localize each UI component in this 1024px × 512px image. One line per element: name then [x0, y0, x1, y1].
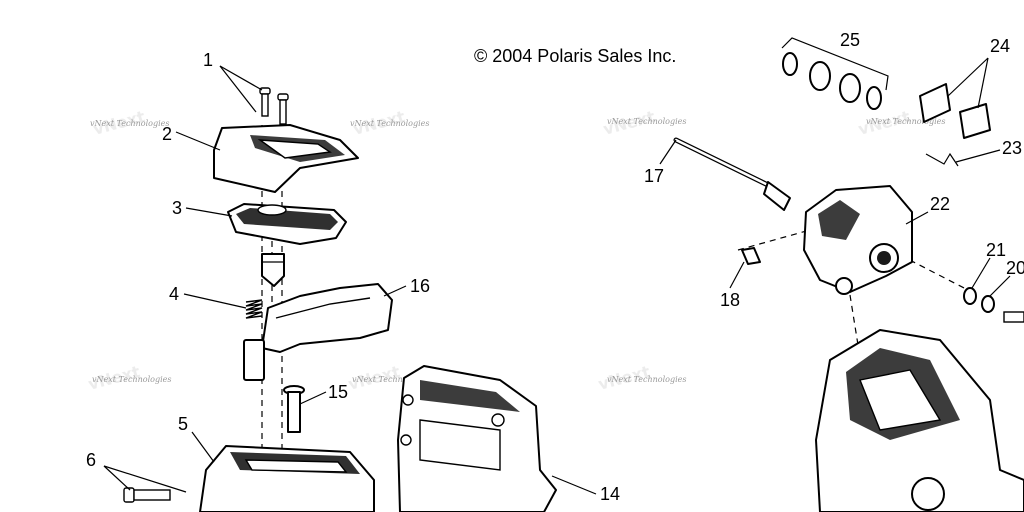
gearcase-housing	[815, 329, 1024, 512]
caliper-part-22	[803, 185, 913, 295]
brake-lever-part-16	[243, 283, 393, 381]
callout-23: 23	[1002, 138, 1022, 158]
bleeder-part-18	[741, 247, 761, 265]
spring-part-4	[245, 299, 263, 319]
copyright-text: © 2004 Polaris Sales Inc.	[474, 46, 676, 66]
callout-4: 4	[169, 284, 179, 304]
washer-part-21	[963, 287, 977, 305]
callout-16: 16	[410, 276, 430, 296]
callout-24: 24	[990, 36, 1010, 56]
washer-part-20	[981, 295, 1024, 323]
callout-labels: 1 2 3 4 5 6 14 15 16 17 18 20 21 22 23 2…	[86, 30, 1024, 504]
watermark-text: vNext Technologies	[90, 119, 169, 128]
callout-21: 21	[986, 240, 1006, 260]
watermark-text: vNext Technologies	[352, 375, 431, 384]
callout-2: 2	[162, 124, 172, 144]
watermark-text: vNext Technologies	[92, 375, 171, 384]
bolt-part-6	[123, 487, 171, 503]
callout-20: 20	[1006, 258, 1024, 278]
callout-3: 3	[172, 198, 182, 218]
pivot-pin-part-15	[283, 385, 305, 433]
callout-14: 14	[600, 484, 620, 504]
callout-5: 5	[178, 414, 188, 434]
cable-part-17	[673, 137, 791, 211]
callout-15: 15	[328, 382, 348, 402]
master-cylinder-part-5	[199, 445, 375, 512]
cover-part-2	[213, 124, 359, 193]
clip-part-23	[925, 152, 959, 167]
pistons-part-25	[781, 37, 889, 110]
watermark-text: vNext Technologies	[350, 119, 429, 128]
bolts-part-1	[259, 87, 289, 125]
reservoir-cap-part-3	[227, 203, 347, 245]
watermark-text: vNext Technologies	[607, 375, 686, 384]
housing-part-14	[397, 365, 557, 512]
leader-lines	[103, 57, 1011, 495]
brake-pads-part-24	[919, 83, 991, 139]
callout-22: 22	[930, 194, 950, 214]
callout-17: 17	[644, 166, 664, 186]
callout-18: 18	[720, 290, 740, 310]
watermark-text: vNext Technologies	[607, 117, 686, 126]
piston	[261, 253, 285, 287]
callout-25: 25	[840, 30, 860, 50]
watermark-text: vNext Technologies	[866, 117, 945, 126]
callout-6: 6	[86, 450, 96, 470]
callout-1: 1	[203, 50, 213, 70]
